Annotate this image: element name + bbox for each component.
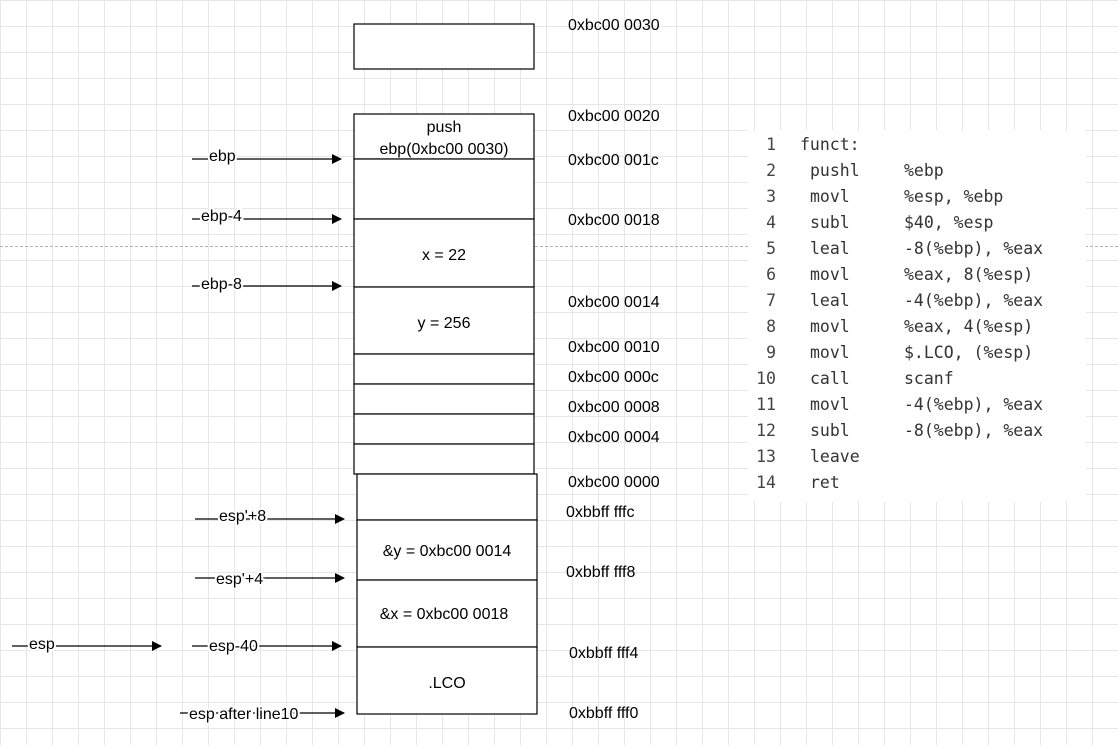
address-label: 0xbc00 001c — [568, 152, 659, 169]
pointer-label-esp: esp — [29, 636, 55, 653]
cell-push-ebp-label: ebp(0xbc00 0030) — [380, 141, 509, 158]
dashed-guide-line — [0, 246, 1118, 247]
pointer-label-ebp: ebp — [209, 148, 236, 165]
address-label: 0xbbff fffc — [566, 504, 635, 521]
address-label: 0xbbff fff4 — [569, 645, 639, 662]
pointer-label-ebp-4: ebp-4 — [201, 208, 242, 225]
pointer-label-esp-plus-4: esp'+4 — [216, 571, 263, 588]
cell-addr-y-value: &y = 0xbc00 0014 — [383, 543, 512, 560]
cell-push-label: push — [427, 119, 462, 136]
stack-cell-empty-3 — [353, 413, 535, 445]
address-label: 0xbbff fff0 — [569, 705, 639, 722]
stack-cell-top — [353, 23, 535, 70]
cell-addr-x-value: &x = 0xbc00 0018 — [380, 606, 509, 623]
stack-cell-empty-4 — [353, 443, 535, 475]
address-label: 0xbc00 000c — [568, 369, 659, 386]
address-label: 0xbc00 0018 — [568, 212, 660, 229]
address-label: 0xbc00 0020 — [568, 108, 660, 125]
stack-cell-addr-x — [356, 579, 538, 648]
address-label: 0xbc00 0008 — [568, 399, 660, 416]
address-label: 0xbc00 0010 — [568, 339, 660, 356]
address-label: 0xbc00 0000 — [568, 474, 660, 491]
stack-cell-empty-1 — [353, 353, 535, 385]
address-label: 0xbc00 0014 — [568, 294, 660, 311]
stack-cell-empty-5 — [356, 473, 538, 521]
cell-x-value: x = 22 — [422, 247, 466, 264]
stack-cell-empty-2 — [353, 383, 535, 415]
stack-cell-addr-y — [356, 519, 538, 581]
pointer-label-esp-40: esp-40 — [209, 638, 258, 655]
address-label: 0xbbff fff8 — [566, 564, 636, 581]
stack-cell-lco — [356, 646, 538, 715]
cell-lco-value: .LCO — [428, 675, 465, 692]
cell-y-value: y = 256 — [418, 315, 471, 332]
pointer-label-ebp-8: ebp-8 — [201, 276, 242, 293]
address-label: 0xbc00 0004 — [568, 429, 660, 446]
pointer-label-esp-plus-8: esp'+8 — [219, 508, 266, 525]
stack-cell-ebp-frame — [353, 158, 535, 220]
address-label: 0xbc00 0030 — [568, 17, 660, 34]
pointer-label-esp-after-line10: esp after line10 — [189, 706, 299, 723]
stack-cell-saved-ebp — [353, 113, 535, 160]
